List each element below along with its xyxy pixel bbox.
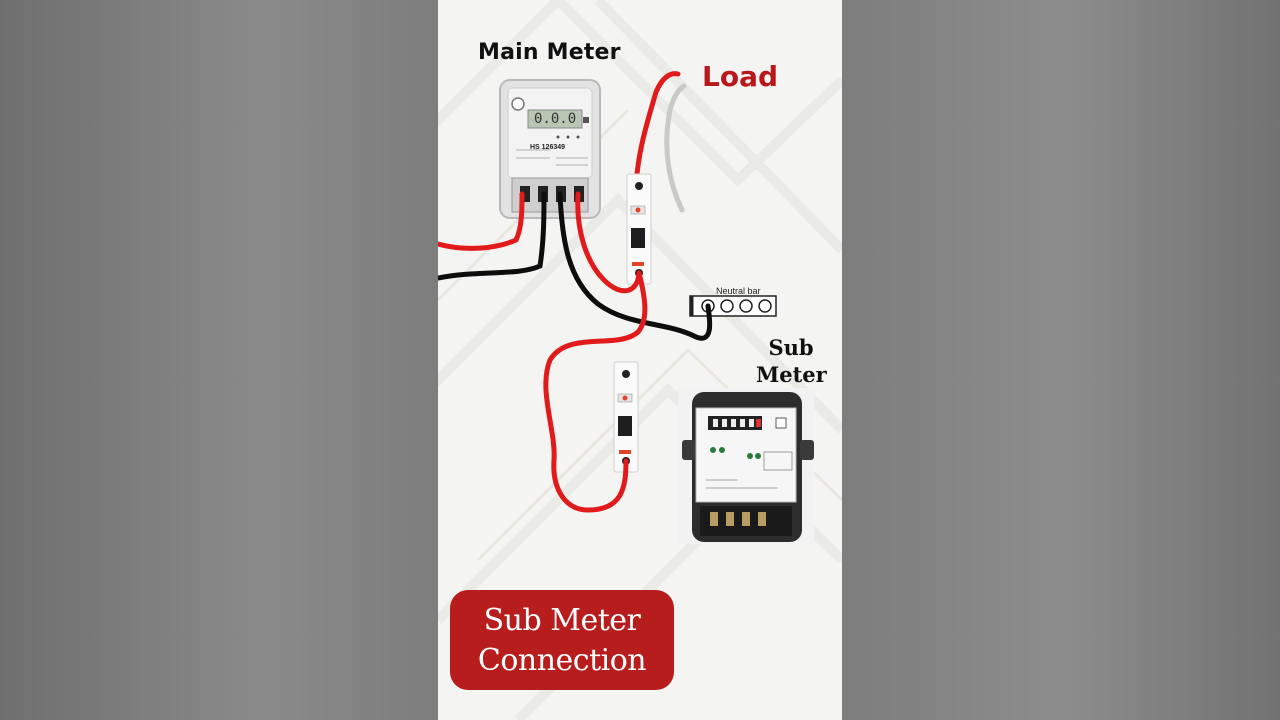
load-title: Load [702, 60, 779, 93]
main-phase-out-wire [575, 191, 642, 294]
sub-meter-title-line1: Sub [768, 335, 814, 360]
sub-meter-title: Sub Meter [756, 334, 827, 388]
main-meter-serial: HS 126349 [530, 144, 566, 151]
wiring-diagram [438, 0, 842, 720]
diagram-panel: Main Meter Load Neutral bar Sub Meter 0.… [438, 0, 842, 720]
right-blur-background [842, 0, 1280, 720]
banner-line2: Connection [477, 643, 647, 678]
title-banner: Sub Meter Connection [450, 590, 674, 690]
banner-line1: Sub Meter [483, 603, 641, 638]
supply-phase-wire [438, 191, 525, 251]
left-blur-background [0, 0, 438, 720]
load-neutral-wire [664, 83, 687, 213]
mcb-icon [626, 173, 652, 285]
sub-feed-phase-wire [543, 270, 648, 513]
mcb-icon [613, 361, 639, 473]
main-meter-title: Main Meter [478, 40, 621, 65]
supply-neutral-wire [438, 191, 547, 281]
neutral-bar-icon [689, 295, 777, 317]
main-neutral-out-wire [557, 191, 713, 341]
main-meter-reading: 0.0.0 [534, 111, 577, 127]
load-phase-wire [633, 71, 681, 189]
sub-meter-title-line2: Meter [756, 362, 827, 387]
neutral-bar-label: Neutral bar [716, 286, 761, 296]
sub-meter-icon [678, 388, 814, 544]
main-meter-icon [499, 79, 601, 219]
